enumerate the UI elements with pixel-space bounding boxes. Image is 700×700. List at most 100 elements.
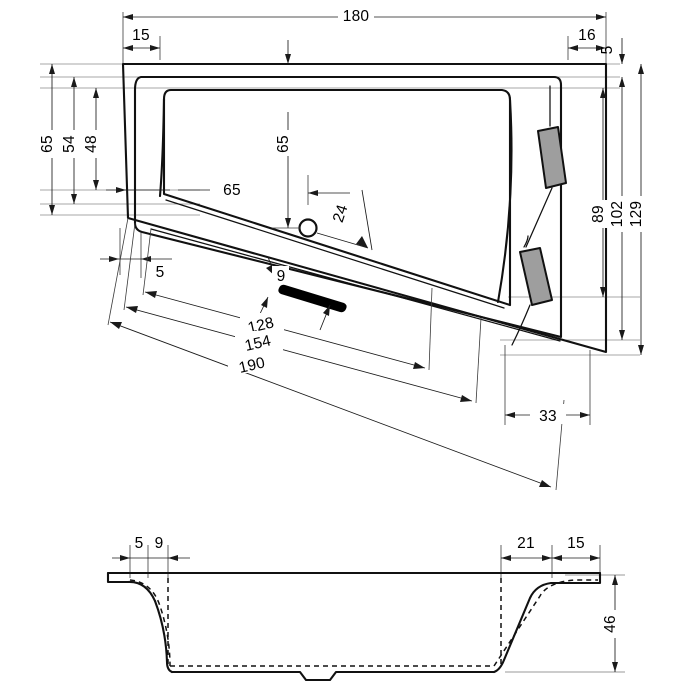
dim-bottom-right-33: 33 xyxy=(504,345,591,425)
dim-right-129: 129 xyxy=(628,64,651,355)
section-hidden-left xyxy=(129,579,171,667)
grip-upper-bar xyxy=(537,126,567,189)
dim-label-16: 16 xyxy=(578,27,596,44)
dim-label-180: 180 xyxy=(343,8,370,25)
leader-24-slash xyxy=(361,189,373,251)
dim-left-48: 48 xyxy=(83,88,106,190)
label-bg-128 xyxy=(240,313,284,333)
arrow-foot-5a xyxy=(109,256,119,262)
front-rim-inner-edge xyxy=(150,228,561,342)
dim-foot-offset-5: 5 xyxy=(100,228,172,281)
dim-interior-vertical-65: 65 xyxy=(272,112,300,229)
grip-lower-tail xyxy=(511,304,531,346)
dim-label-89: 89 xyxy=(590,205,607,223)
label-bg-9 xyxy=(272,266,289,284)
dim-overall-width-180: 180 xyxy=(123,6,606,25)
arrow-down-left-48 xyxy=(93,180,99,190)
dim-diagonal-stack: 128 154 190 xyxy=(107,217,565,491)
dim-diagonal-128: 128 xyxy=(144,287,433,371)
label-bg-int-v-65 xyxy=(278,130,298,156)
grip-lower-bar xyxy=(519,247,553,306)
arrow-down-102 xyxy=(619,330,625,340)
label-bg-129 xyxy=(631,196,651,232)
label-bg-left-65 xyxy=(42,130,62,158)
arrow-24-lower xyxy=(356,236,368,248)
ext-128-right xyxy=(428,287,433,371)
dim-right-stack: 89 102 129 xyxy=(590,64,651,355)
label-bg-left-48 xyxy=(86,130,106,158)
dim-right-offset-16: 16 xyxy=(568,27,606,51)
dim-top-rim-5: 5 xyxy=(599,38,625,64)
ext-diag-left-outer xyxy=(107,217,129,326)
arrow-up-left-48 xyxy=(93,88,99,98)
dim-label-foot-5: 5 xyxy=(156,264,165,281)
dim-left-65: 65 xyxy=(39,64,62,215)
arrow-sec-5 xyxy=(120,555,130,561)
grip-handle-lower xyxy=(511,235,553,346)
arrow-right-190 xyxy=(539,480,551,487)
arrow-up-102 xyxy=(619,77,625,87)
arrow-right-128 xyxy=(413,362,425,369)
label-bg-89 xyxy=(593,200,613,228)
dim-label-102: 102 xyxy=(609,201,626,227)
dim-label-sec-15: 15 xyxy=(567,535,585,552)
arrow-9-lower xyxy=(261,297,268,308)
arrow-left-190 xyxy=(110,322,122,329)
dim-left-54: 54 xyxy=(61,77,84,204)
arrow-up-left-54 xyxy=(71,77,77,87)
dim-label-46: 46 xyxy=(602,615,619,633)
dim-label-sec-21: 21 xyxy=(517,535,535,552)
arrow-right-15 xyxy=(150,45,160,51)
arrow-left-128 xyxy=(145,291,157,298)
drain-hole xyxy=(298,218,318,238)
dim-label-129: 129 xyxy=(628,201,645,227)
arrow-left-33 xyxy=(505,412,515,418)
dim-label-left-48: 48 xyxy=(83,135,100,153)
arrow-up-46 xyxy=(612,575,618,585)
bowl-right-wall xyxy=(496,98,513,304)
leader-top-rim xyxy=(285,40,291,64)
arrow-left-180 xyxy=(123,14,133,20)
dim-line-154 xyxy=(125,306,473,402)
section-hidden-right xyxy=(493,579,598,667)
arrow-right-15s xyxy=(590,555,600,561)
section-right-wall xyxy=(492,571,602,674)
arrow-left-16 xyxy=(568,45,578,51)
section-left-wall xyxy=(153,599,174,674)
dim-right-89: 89 xyxy=(590,88,613,297)
overflow-slot xyxy=(278,284,347,313)
arrow-sec-9 xyxy=(168,555,178,561)
section-left-lip xyxy=(106,571,157,603)
arrow-down-left-54 xyxy=(71,194,77,204)
bowl-left-wall xyxy=(158,97,166,198)
leader-24-lower xyxy=(316,232,369,249)
dim-right-102: 102 xyxy=(609,77,632,340)
label-bg-190 xyxy=(228,351,278,373)
arrow-down-89 xyxy=(600,287,606,297)
label-bg-left-54 xyxy=(64,130,84,158)
dim-label-33: 33 xyxy=(539,408,557,425)
arrow-foot-5b xyxy=(141,256,151,262)
dim-label-int-h-65: 65 xyxy=(223,182,241,199)
dim-diagonal-154: 154 xyxy=(125,306,482,404)
dim-label-left-65: 65 xyxy=(39,135,56,153)
leader-front-rim xyxy=(319,304,331,331)
arrow-right-33 xyxy=(580,412,590,418)
dim-section-right: 21 15 xyxy=(501,535,600,561)
label-bg-33 xyxy=(530,404,566,424)
plan-view: 180 15 16 5 xyxy=(39,6,651,491)
dim-label-24: 24 xyxy=(330,202,352,224)
arrow-right-21 xyxy=(542,555,552,561)
arrow-int-v-65 xyxy=(285,218,291,228)
dim-label-9: 9 xyxy=(277,268,286,285)
arrow-top-rim xyxy=(285,54,291,64)
dim-label-top-5: 5 xyxy=(599,46,616,55)
arrow-left-21 xyxy=(501,555,511,561)
dim-diagonal-190: 190 xyxy=(109,321,565,491)
label-bg-46 xyxy=(605,610,625,638)
label-bg-180 xyxy=(338,6,374,24)
grip-lower-stem xyxy=(523,235,529,248)
arrow-right-180 xyxy=(596,14,606,20)
dim-overflow-9: 9 xyxy=(257,256,289,319)
